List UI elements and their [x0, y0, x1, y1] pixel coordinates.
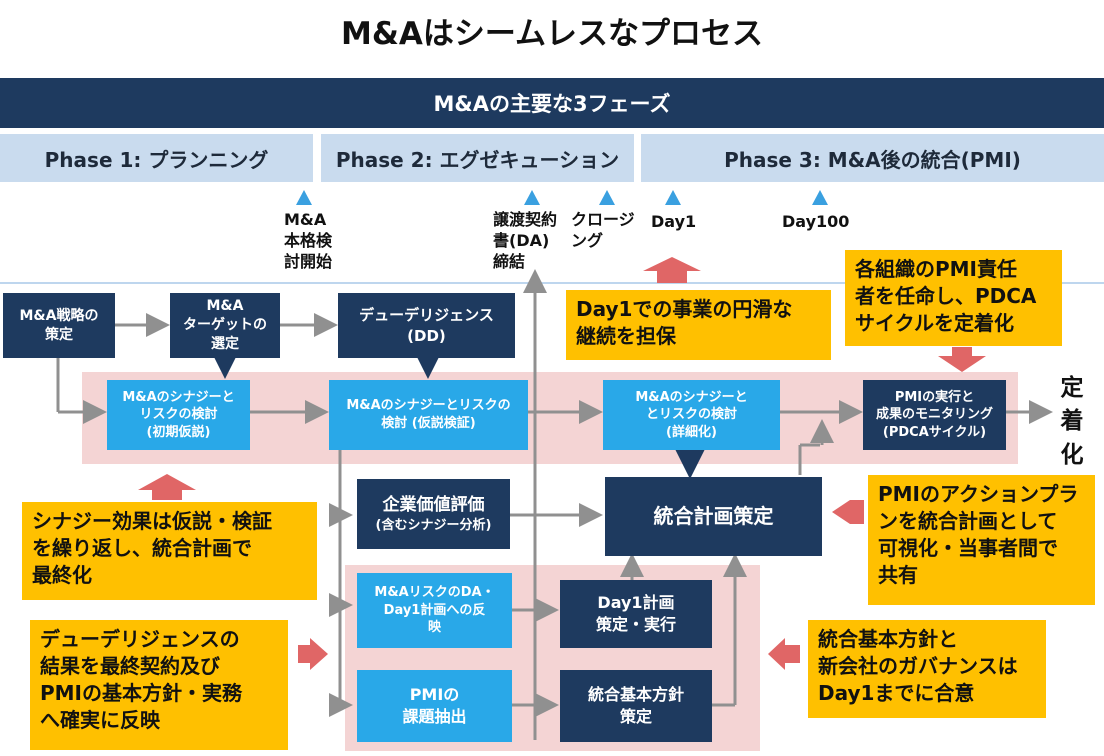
- right-arrow-dd: [298, 638, 328, 670]
- up-arrow-synergy: [138, 474, 196, 500]
- note-day1-continuity: Day1での事業の円滑な 継続を担保: [566, 290, 831, 360]
- box-integration-plan: 統合計画策定: [605, 477, 822, 556]
- down-arrow-pmi: [938, 347, 986, 372]
- box-synergy-initial: M&Aのシナジーと リスクの検討 (初期仮説): [107, 380, 250, 450]
- valuation-subtitle: (含むシナジー分析): [375, 517, 492, 533]
- phases-banner: M&Aの主要な3フェーズ: [0, 78, 1104, 128]
- box-pmi-execution: PMIの実行と 成果のモニタリング (PDCAサイクル): [863, 380, 1006, 450]
- milestone-closing: クロージ ング: [571, 210, 635, 250]
- phase-3: Phase 3: M&A後の統合(PMI): [641, 134, 1104, 182]
- milestone-day100: Day100: [782, 212, 850, 231]
- note-action-plan: PMIのアクションプラ ンを統合計画として 可視化・当事者間で 共有: [868, 475, 1095, 605]
- box-synergy-verify: M&Aのシナジーとリスクの 検討 (仮説検証): [329, 380, 528, 450]
- milestone-triangle-icon: [665, 190, 681, 205]
- milestone-day1: Day1: [651, 212, 697, 231]
- note-governance: 統合基本方針と 新会社のガバナンスは Day1までに合意: [808, 620, 1046, 718]
- milestone-triangle-icon: [296, 190, 312, 205]
- milestone-triangle-icon: [812, 190, 828, 205]
- final-label: 定 着 化: [1060, 375, 1084, 468]
- box-strategy: M&A戦略の 策定: [3, 293, 115, 358]
- valuation-title: 企業価値評価: [382, 494, 485, 515]
- milestone-review-start: M&A 本格検 討開始: [284, 210, 333, 271]
- note-dd-reflection: デューデリジェンスの 結果を最終契約及び PMIの基本方針・実務 へ確実に反映: [30, 620, 288, 750]
- milestone-triangle-icon: [599, 190, 615, 205]
- phase-1: Phase 1: プランニング: [0, 134, 313, 182]
- up-arrow-day1: [643, 257, 701, 283]
- page-title: M&Aはシームレスなプロセス: [341, 16, 763, 52]
- left-arrow-gov: [768, 638, 800, 670]
- box-pmi-issues: PMIの 課題抽出: [357, 670, 512, 742]
- note-pmi-responsibility: 各組織のPMI責任 者を任命し、PDCA サイクルを定着化: [845, 250, 1062, 346]
- box-valuation: 企業価値評価 (含むシナジー分析): [357, 479, 510, 549]
- box-basic-policy: 統合基本方針 策定: [560, 670, 712, 742]
- box-synergy-detail: M&Aのシナジーと とリスクの検討 (詳細化): [603, 380, 780, 450]
- phase-2: Phase 2: エグゼキューション: [321, 134, 634, 182]
- box-target: M&A ターゲットの 選定: [170, 293, 280, 358]
- milestone-da: 譲渡契約 書(DA) 締結: [493, 210, 558, 271]
- milestone-triangle-icon: [524, 190, 540, 205]
- note-synergy-hypothesis: シナジー効果は仮説・検証 を繰り返し、統合計画で 最終化: [22, 502, 317, 600]
- left-arrow-action: [832, 500, 864, 524]
- box-dd: デューデリジェンス (DD): [338, 293, 515, 358]
- box-risk-reflection: M&AリスクのDA・ Day1計画への反 映: [357, 573, 512, 648]
- box-day1-plan: Day1計画 策定・実行: [560, 580, 712, 648]
